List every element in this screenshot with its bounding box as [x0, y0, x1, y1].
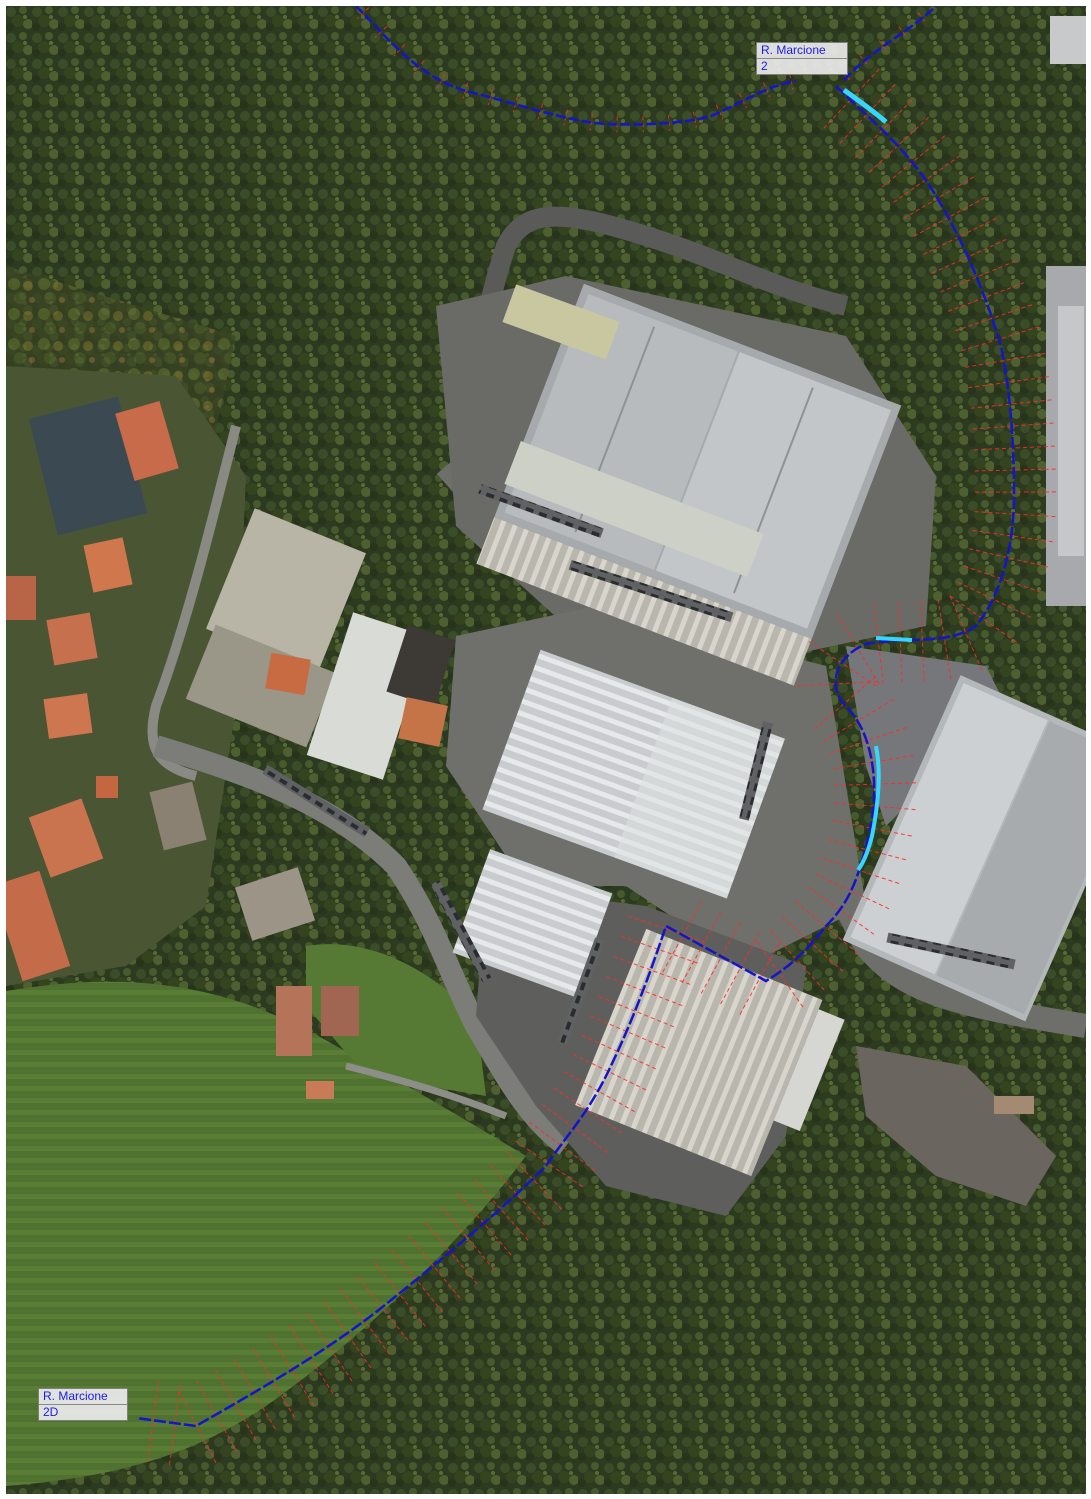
house-roof [115, 401, 179, 481]
meadow-upper [306, 944, 486, 1096]
cross-section-line [919, 597, 925, 682]
cross-section-line [966, 547, 1049, 568]
east-building-strip [1058, 306, 1084, 556]
annex-roof [502, 284, 620, 360]
cross-section-line [393, 44, 406, 57]
cross-section-line [406, 1233, 461, 1299]
cross-section-line [611, 955, 691, 985]
house-roof [265, 652, 311, 696]
house-roof [6, 870, 71, 982]
cross-section-line [812, 872, 890, 910]
cross-section-line [595, 994, 675, 1028]
meadow [6, 981, 526, 1486]
river-label-downstream: R. Marcione 2D [38, 1388, 128, 1421]
house-roof [96, 776, 118, 798]
warehouse-building [452, 849, 613, 997]
river-section-code: 2 [761, 59, 768, 73]
cross-section-line [147, 1378, 160, 1462]
compound-ground [185, 624, 337, 748]
house-roof [398, 697, 448, 747]
compound-roof [386, 624, 456, 708]
cross-section-line [831, 802, 916, 811]
cross-section-line [374, 26, 388, 38]
cross-section-line [213, 1367, 257, 1441]
cross-section-line [954, 580, 1032, 618]
cross-section-line [322, 1298, 372, 1369]
house-roof [321, 986, 359, 1036]
river-centerline-upper [355, 6, 797, 126]
house-roof [234, 867, 316, 941]
cross-section-line [821, 68, 880, 131]
river-label-upstream: R. Marcione 2 [756, 42, 848, 75]
river-name: R. Marcione [39, 1389, 127, 1405]
satellite-map[interactable]: R. Marcione 2 R. Marcione 2D [6, 6, 1086, 1494]
main-road [152, 735, 573, 1155]
culvert-segment [875, 636, 913, 642]
cross-section-line [937, 260, 1016, 294]
river-name: R. Marcione [757, 43, 847, 59]
map-canvas [6, 6, 1086, 1494]
house-roof [43, 693, 93, 739]
house-roof [46, 612, 98, 666]
cross-section-line [952, 304, 1033, 333]
east-building-strip [1050, 16, 1086, 64]
cross-section-line [389, 1246, 444, 1313]
pitch-area [206, 508, 366, 674]
cross-section-line [962, 352, 1046, 369]
warehouse-building-south [575, 928, 845, 1177]
cross-section-line [177, 1388, 217, 1464]
greenhouse [28, 396, 148, 536]
river-section-code: 2D [43, 1405, 59, 1419]
cross-section-line [917, 12, 928, 24]
house-roof [276, 986, 312, 1056]
cross-section-line [437, 73, 446, 89]
cross-section-line [879, 135, 946, 190]
cross-section-line [898, 26, 908, 39]
parked-cars [262, 764, 370, 838]
cross-section-line [837, 83, 896, 146]
cross-section-line [859, 55, 870, 67]
river-centerline [135, 85, 1016, 1428]
house-roof [83, 537, 133, 593]
parked-cars [739, 721, 773, 821]
culvert-segment [842, 87, 888, 124]
cross-section-line [824, 838, 906, 861]
culvert-segment [856, 745, 881, 872]
cross-section-line [472, 1176, 529, 1241]
parked-cars [886, 932, 1016, 970]
cross-section-line [829, 819, 912, 837]
house-roof [28, 798, 104, 878]
cross-section-line [961, 564, 1042, 593]
service-yard [856, 1046, 1056, 1206]
factory-building-east [842, 675, 1086, 1022]
cross-section-line [356, 7, 370, 20]
cross-section-line [878, 40, 888, 53]
house-roof [149, 781, 207, 851]
cross-section-line [967, 399, 1052, 410]
parked-cars [478, 484, 604, 538]
cross-section-line [232, 1356, 276, 1430]
house-roof [6, 576, 36, 620]
cross-section-line [948, 592, 983, 671]
cross-section-line [625, 914, 706, 943]
cross-section-line [414, 60, 425, 74]
house-roof [306, 1081, 334, 1099]
parked-cars [430, 880, 492, 982]
service-roof [994, 1096, 1034, 1114]
parked-cars [568, 559, 734, 623]
ribbed-shed-building [482, 649, 785, 899]
annex-roof [504, 440, 764, 578]
parked-cars [557, 937, 605, 1045]
cross-section-line [439, 1205, 495, 1270]
river-centerline-upper-east [843, 6, 937, 81]
local-road [345, 1062, 508, 1120]
